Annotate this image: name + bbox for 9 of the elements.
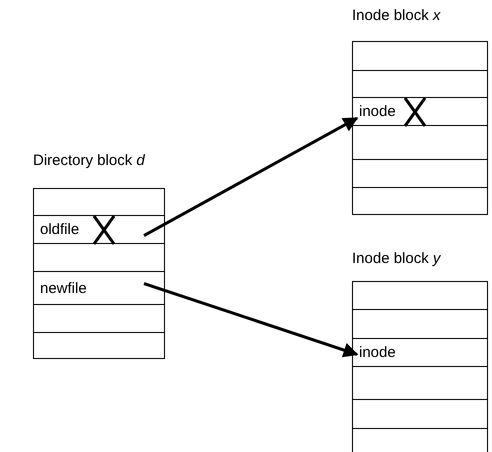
slot-text: inode xyxy=(359,103,396,120)
block-title: Inode block x xyxy=(352,7,440,24)
arrow xyxy=(143,116,358,237)
slot-text: oldfile xyxy=(40,221,80,238)
block-title: Inode block y xyxy=(352,250,440,267)
block-title: Directory block d xyxy=(33,152,145,169)
arrow xyxy=(144,282,358,358)
slot-text: inode xyxy=(359,344,396,361)
slot-text: newfile xyxy=(40,280,87,296)
